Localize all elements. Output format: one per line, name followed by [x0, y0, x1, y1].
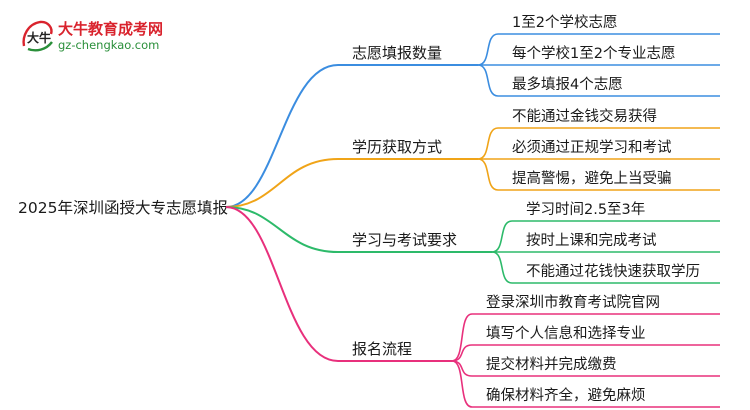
logo-url: gz-chengkao.com — [58, 38, 160, 52]
branch-connector — [225, 206, 339, 253]
branch-label: 志愿填报数量 — [352, 44, 442, 62]
leaf-connector — [477, 33, 499, 66]
site-logo: 大牛 大牛教育成考网 gz-chengkao.com — [18, 16, 163, 56]
branch-connector — [225, 206, 339, 362]
branch-label: 报名流程 — [352, 340, 412, 358]
leaf-label: 提交材料并完成缴费 — [486, 355, 617, 373]
branch-connector — [225, 64, 339, 208]
leaf-connector — [477, 64, 499, 97]
leaf-connector — [477, 127, 499, 160]
leaf-label: 最多填报4个志愿 — [512, 76, 623, 93]
branch-label: 学习与考试要求 — [352, 231, 457, 249]
leaf-connector — [491, 251, 513, 284]
leaf-label: 每个学校1至2个专业志愿 — [512, 45, 675, 62]
leaf-label: 登录深圳市教育考试院官网 — [486, 294, 660, 311]
root-topic: 2025年深圳函授大专志愿填报 — [18, 199, 228, 217]
leaf-connector — [451, 360, 473, 377]
leaf-label: 按时上课和完成考试 — [526, 232, 657, 249]
leaf-label: 不能通过花钱快速获取学历 — [526, 263, 700, 280]
leaf-label: 学习时间2.5至3年 — [526, 201, 645, 218]
leaf-connector — [451, 313, 473, 362]
leaf-connector — [451, 344, 473, 362]
logo-mark-text: 大牛 — [27, 30, 51, 45]
branch-connector — [225, 158, 339, 208]
leaf-connector — [451, 360, 473, 408]
logo-mark-icon: 大牛 — [22, 20, 53, 52]
leaf-label: 1至2个学校志愿 — [512, 14, 617, 31]
leaf-connector — [491, 220, 513, 253]
branch-label: 学历获取方式 — [352, 138, 442, 156]
leaf-label: 必须通过正规学习和考试 — [512, 139, 672, 156]
leaf-label: 提高警惕，避免上当受骗 — [512, 170, 672, 187]
leaf-connector — [477, 158, 499, 191]
leaf-label: 不能通过金钱交易获得 — [512, 107, 657, 125]
logo-title: 大牛教育成考网 — [58, 20, 164, 38]
leaf-label: 填写个人信息和选择专业 — [486, 325, 646, 342]
leaf-label: 确保材料齐全，避免麻烦 — [486, 386, 646, 404]
